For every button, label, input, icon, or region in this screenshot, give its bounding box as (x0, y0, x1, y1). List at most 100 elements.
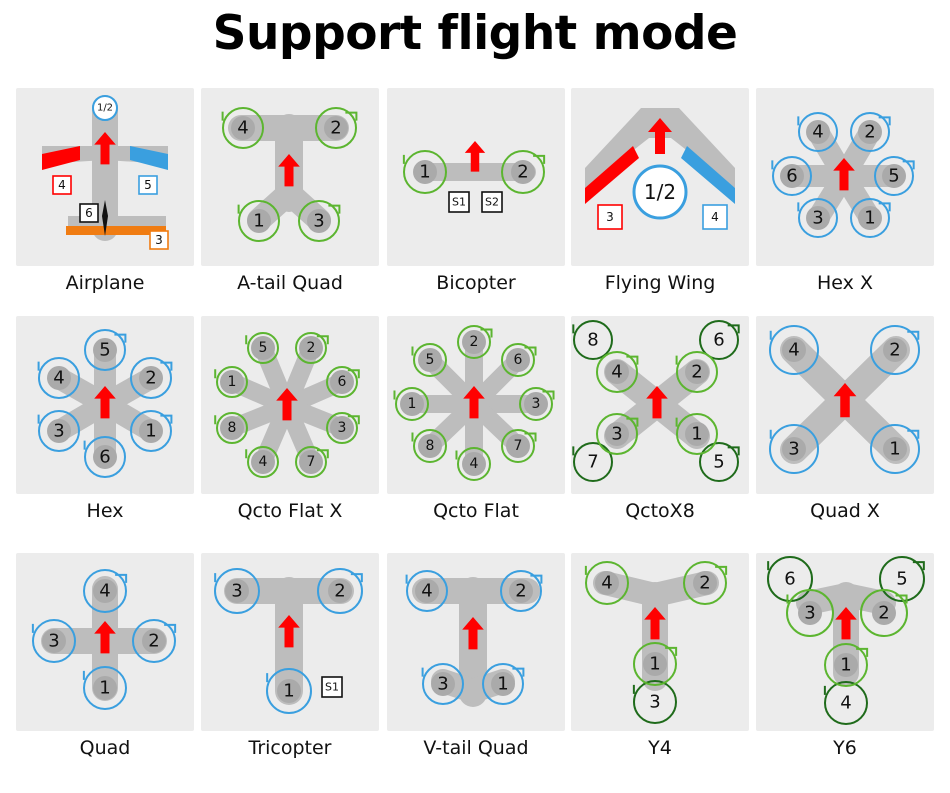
motor-pad (595, 571, 619, 595)
rotation-arrow (584, 565, 587, 575)
motor: 3 (298, 200, 341, 242)
rotation-arrow (632, 684, 635, 694)
motor-number: 1 (691, 424, 702, 445)
direction-arrow-icon (835, 607, 857, 640)
tail (68, 216, 166, 226)
propeller-ring (214, 568, 260, 614)
motor: 2 (870, 325, 920, 375)
motor: 8 (572, 320, 613, 360)
propeller-ring (798, 112, 838, 152)
motor: 4 (596, 351, 639, 393)
motor: 2 (675, 351, 718, 393)
rotation-arrow (878, 116, 891, 126)
motor-number: 8 (426, 438, 435, 454)
rotation-arrow (160, 361, 173, 371)
propeller-ring (850, 198, 890, 238)
motor-number: S1 (325, 681, 339, 694)
propeller-ring (84, 329, 126, 371)
rotation-arrow (31, 623, 34, 633)
motor: 2 (683, 561, 728, 605)
motor-number: 6 (784, 569, 795, 590)
propeller-ring (874, 156, 914, 196)
motor-number: 3 (611, 424, 622, 445)
propeller-ring (573, 442, 613, 482)
propeller-ring (326, 412, 358, 444)
motor: 1 (402, 150, 447, 194)
motor-pad (324, 116, 348, 140)
rotation-arrow (895, 594, 908, 604)
motor-number: 5 (888, 166, 899, 187)
propeller-ring (295, 332, 327, 364)
flight-mode-label: Airplane (65, 272, 145, 294)
propeller-ring (676, 351, 718, 393)
motor-number: 1 (840, 655, 851, 676)
propeller-ring (132, 619, 176, 663)
motor: 3 (37, 410, 80, 452)
rotation-arrow (266, 673, 269, 683)
motor-pad (415, 579, 439, 603)
motor-pad (307, 209, 331, 233)
rotation-arrow (345, 111, 358, 121)
motor: 4 (769, 325, 819, 375)
propeller-ring (130, 410, 172, 452)
servo-box: 4 (52, 175, 72, 195)
motor-number: 2 (878, 603, 889, 624)
propeller-ring (130, 357, 172, 399)
propeller-ring (519, 387, 553, 421)
direction-arrow-icon (833, 158, 855, 191)
motor-number: 4 (788, 340, 799, 361)
motor-pad (511, 160, 535, 184)
propeller-ring (298, 200, 340, 242)
propeller-ring (879, 556, 925, 602)
motor-number: 3 (788, 439, 799, 460)
motor-pad (431, 672, 455, 696)
servo-box: 3 (597, 204, 623, 230)
rotation-arrow (675, 417, 678, 427)
propeller-ring (413, 429, 447, 463)
motor-pad (872, 601, 896, 625)
motor-number: 2 (145, 368, 156, 389)
wing (585, 108, 735, 188)
flight-mode-label: Hex (86, 500, 124, 522)
motor-pad (693, 571, 717, 595)
propeller-ring (457, 325, 491, 359)
servo-box: 3 (149, 230, 169, 250)
motor-number: 4 (53, 368, 64, 389)
propeller-ring (798, 198, 838, 238)
rotation-arrow (350, 573, 363, 583)
motor-pad (220, 370, 244, 394)
rotation-arrow (767, 561, 770, 571)
motor-pad (330, 416, 354, 440)
motor-number: 1 (253, 211, 264, 232)
rotation-arrow (823, 685, 826, 695)
flight-mode-label: Qcto Flat X (237, 500, 343, 522)
motor-pad (231, 116, 255, 140)
aileron-right (130, 146, 168, 170)
motor: 1 (870, 424, 920, 474)
motor: 5 (699, 442, 740, 482)
motor: 1 (675, 413, 718, 455)
rotation-arrow (328, 204, 341, 214)
motor-number: 1 (419, 162, 430, 183)
servo-box: S1 (448, 191, 470, 213)
aileron-left (42, 146, 80, 170)
motor-pad (277, 679, 301, 703)
motor-number: 5 (99, 340, 110, 361)
motor-number: 6 (85, 206, 93, 220)
rotation-arrow (214, 415, 217, 425)
motor: 4 (455, 447, 491, 481)
flight-mode-label: Hex X (817, 272, 873, 294)
